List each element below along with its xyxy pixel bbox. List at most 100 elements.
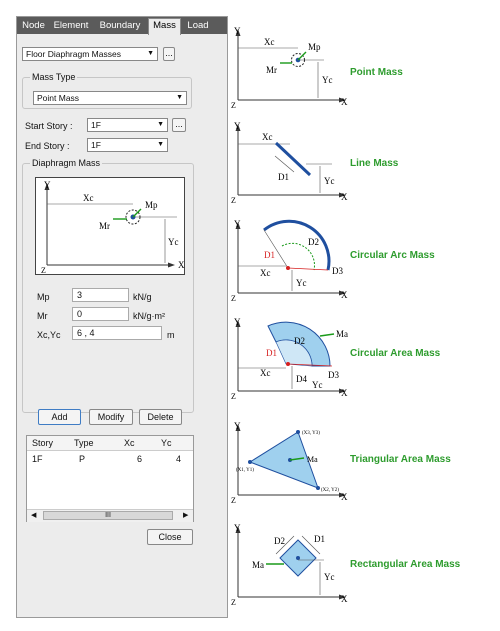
xc-label: Xc [264, 37, 275, 47]
mr-label: Mr [37, 311, 48, 321]
triangular-area-mass-example: Y X Z Ma (X1, Y1) (X3, Y3) (X2, Y2) [231, 421, 348, 505]
yc-label: Yc [312, 380, 323, 390]
end-story-select[interactable]: 1F ▼ [87, 138, 168, 152]
tab-bar: Node Element Boundary Mass Load [17, 17, 227, 35]
x-axis-label: X [341, 594, 348, 604]
column-xc: Xc [124, 438, 135, 448]
z-axis-label: Z [231, 496, 236, 505]
diagram-y-label: Y [44, 180, 51, 190]
horizontal-scrollbar[interactable]: ◀ III ▶ [27, 509, 193, 522]
ma-label: Ma [252, 560, 264, 570]
yc-label: Yc [322, 75, 333, 85]
mp-unit: kN/g [133, 292, 152, 302]
mass-type-select[interactable]: Point Mass ▼ [33, 91, 187, 105]
caption-point-mass: Point Mass [350, 67, 403, 78]
scroll-thumb[interactable]: III [43, 511, 173, 520]
chevron-down-icon: ▼ [176, 94, 183, 101]
y-axis-label: Y [234, 421, 241, 431]
mass-panel: Node Element Boundary Mass Load Floor Di… [16, 16, 228, 618]
scroll-left-icon[interactable]: ◀ [31, 512, 37, 519]
point2-label: (X2, Y2) [321, 488, 339, 493]
z-axis-label: Z [231, 598, 236, 607]
cell-story: 1F [32, 454, 43, 464]
circular-arc-mass-example: Y X Z Xc Yc D1 D2 D3 [231, 219, 348, 303]
end-story-label: End Story : [25, 141, 70, 151]
y-axis-label: Y [234, 26, 241, 36]
end-story-value: 1F [91, 140, 101, 150]
table-row[interactable]: 1F P 6 4 [27, 454, 193, 467]
caption-triangular-area-mass: Triangular Area Mass [350, 454, 451, 465]
mr-label: Mr [266, 65, 277, 75]
add-button[interactable]: Add [38, 409, 81, 425]
z-axis-label: Z [231, 196, 236, 205]
xcyc-field[interactable]: 6 , 4 [72, 326, 162, 340]
xc-label: Xc [262, 132, 273, 142]
mass-type-value: Point Mass [37, 93, 80, 103]
diagram-z-label: Z [41, 266, 46, 275]
mp-label: Mp [308, 42, 321, 52]
mass-table[interactable]: Story Type Xc Yc 1F P 6 4 ◀ III ▶ [26, 435, 194, 522]
diagram-yc-label: Yc [168, 237, 179, 247]
point1-label: (X1, Y1) [236, 468, 254, 473]
d2-label: D2 [274, 536, 285, 546]
cell-yc: 4 [176, 454, 182, 464]
mr-field[interactable]: 0 [72, 307, 129, 321]
z-axis-label: Z [231, 101, 236, 110]
delete-button[interactable]: Delete [139, 409, 182, 425]
mass-category-more-button[interactable]: ... [163, 47, 175, 61]
mass-category-select[interactable]: Floor Diaphragm Masses ▼ [22, 47, 158, 61]
d1-label: D1 [314, 534, 325, 544]
tab-mass[interactable]: Mass [148, 18, 181, 35]
xc-label: Xc [260, 368, 271, 378]
mass-type-group [22, 77, 192, 109]
column-type: Type [74, 438, 94, 448]
line-mass-example: Y X Z Xc Yc D1 [231, 121, 348, 205]
chevron-down-icon: ▼ [157, 141, 164, 148]
mr-unit: kN/g·m² [133, 311, 165, 321]
xcyc-label: Xc,Yc [37, 330, 61, 340]
start-story-select[interactable]: 1F ▼ [87, 118, 168, 132]
y-axis-label: Y [234, 219, 241, 229]
scroll-right-icon[interactable]: ▶ [183, 512, 189, 519]
diagram-mr-label: Mr [99, 221, 110, 231]
y-axis-label: Y [234, 121, 241, 131]
cell-xc: 6 [137, 454, 143, 464]
tab-element[interactable]: Element [53, 20, 89, 31]
mp-field[interactable]: 3 [72, 288, 129, 302]
caption-rectangular-area-mass: Rectangular Area Mass [350, 559, 461, 570]
d1-label: D1 [278, 172, 289, 182]
z-axis-label: Z [231, 392, 236, 401]
cell-type: P [79, 454, 86, 464]
diagram-mp-label: Mp [145, 200, 158, 210]
point-mass-example: Y X Z Xc Yc Mp Mr [231, 26, 348, 110]
d3-label: D3 [332, 266, 343, 276]
chevron-down-icon: ▼ [147, 50, 154, 57]
xc-label: Xc [260, 268, 271, 278]
yc-label: Yc [324, 572, 335, 582]
d1-label: D1 [264, 250, 275, 260]
x-axis-label: X [341, 388, 348, 398]
column-yc: Yc [161, 438, 172, 448]
start-story-label: Start Story : [25, 121, 73, 131]
x-axis-label: X [341, 492, 348, 502]
caption-line-mass: Line Mass [350, 158, 399, 169]
circular-area-mass-example: Y X Z Ma D1 D2 D3 D4 Xc Yc [231, 317, 348, 401]
mass-category-value: Floor Diaphragm Masses [26, 49, 121, 59]
tab-node[interactable]: Node [22, 20, 45, 31]
d3-label: D3 [328, 370, 339, 380]
diaphragm-mass-group-title: Diaphragm Mass [30, 158, 103, 168]
rectangular-area-mass-example: Y X Z Ma Yc D2 D1 [231, 523, 348, 607]
column-story: Story [32, 438, 54, 448]
d1-label: D1 [266, 348, 277, 358]
yc-label: Yc [296, 278, 307, 288]
tab-load[interactable]: Load [187, 20, 209, 31]
diagram-x-label: X [178, 260, 185, 270]
tab-boundary[interactable]: Boundary [99, 20, 141, 31]
close-button[interactable]: Close [147, 529, 193, 545]
ma-label: Ma [336, 329, 348, 339]
start-story-more-button[interactable]: ... [172, 118, 186, 132]
d4-label: D4 [296, 374, 307, 384]
caption-circular-arc-mass: Circular Arc Mass [350, 250, 435, 261]
modify-button[interactable]: Modify [89, 409, 133, 425]
caption-circular-area-mass: Circular Area Mass [350, 348, 441, 359]
